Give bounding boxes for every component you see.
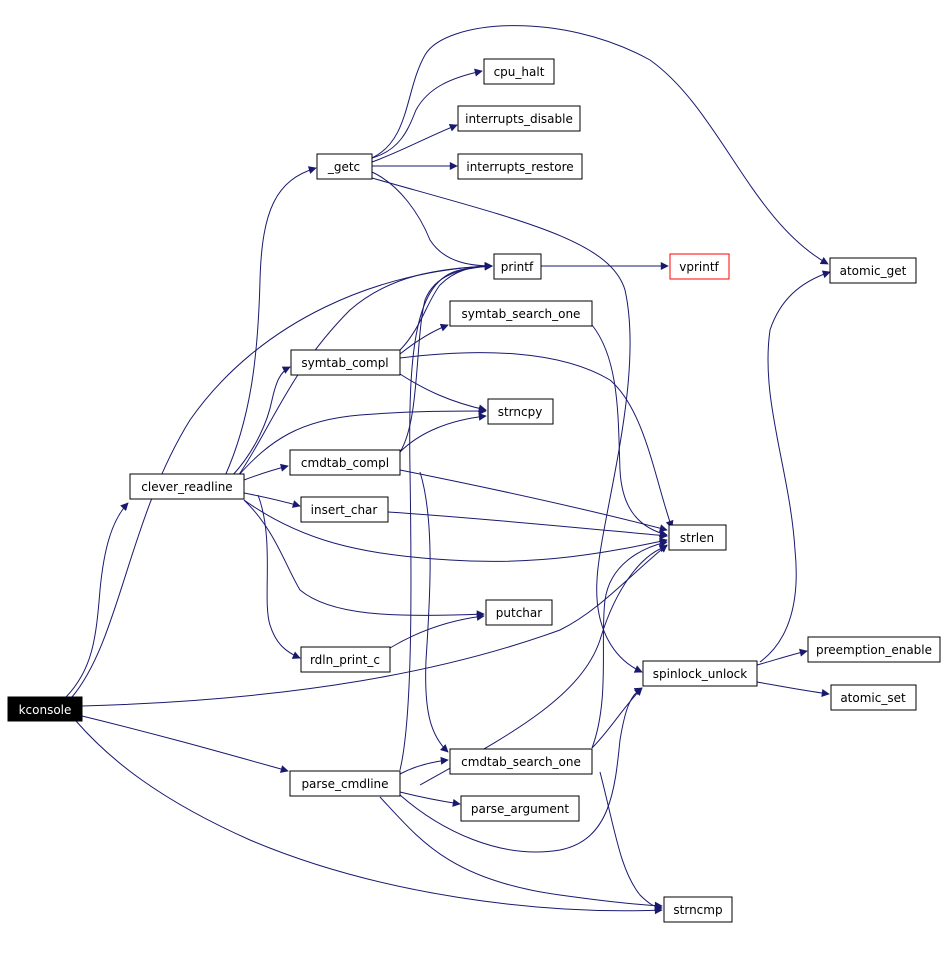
- edge-spinlock_unlock-atomic_get: [759, 270, 831, 663]
- node-vprintf[interactable]: vprintf: [669, 253, 730, 280]
- node-symtab_search_one[interactable]: symtab_search_one: [449, 300, 593, 327]
- edge-parse_cmdline-printf: [399, 262, 493, 771]
- edge-insert_char-strlen: [387, 511, 668, 540]
- svg-text:kconsole: kconsole: [19, 703, 72, 717]
- svg-text:strncpy: strncpy: [498, 405, 543, 419]
- node-kconsole[interactable]: kconsole: [7, 696, 83, 722]
- edge-symtab_compl-strlen: [399, 352, 674, 529]
- edge-spinlock_unlock-preemption_enable: [756, 648, 808, 666]
- node-interrupts_restore[interactable]: interrupts_restore: [457, 153, 583, 180]
- edge-getc-interrupts_disable: [371, 124, 458, 163]
- node-interrupts_disable[interactable]: interrupts_disable: [457, 105, 581, 132]
- edge-kconsole-printf: [71, 262, 493, 698]
- svg-text:atomic_get: atomic_get: [840, 264, 907, 278]
- svg-text:preemption_enable: preemption_enable: [816, 643, 932, 657]
- edge-getc-cpu_halt: [371, 68, 483, 159]
- svg-text:parse_cmdline: parse_cmdline: [301, 777, 388, 791]
- edge-getc-spinlock_unlock: [371, 177, 643, 673]
- edge-clever_readline-cmdtab_compl: [243, 463, 289, 481]
- edge-clever_readline-strncpy: [237, 407, 487, 477]
- node-strncpy[interactable]: strncpy: [487, 398, 554, 425]
- edge-clever_readline-rdln_print_c: [257, 494, 301, 659]
- edge-clever_readline-getc: [224, 166, 317, 477]
- node-strncmp[interactable]: strncmp: [663, 896, 733, 923]
- node-clever_readline[interactable]: clever_readline: [129, 473, 245, 500]
- node-preemption_enable[interactable]: preemption_enable: [807, 636, 941, 663]
- node-cmdtab_compl[interactable]: cmdtab_compl: [289, 449, 401, 476]
- edge-getc-atomic_get: [371, 25, 829, 265]
- edge-clever_readline-strlen: [243, 499, 668, 562]
- edge-clever_readline-printf: [237, 262, 493, 477]
- edge-symtab_compl-symtab_search_one: [399, 323, 449, 355]
- edge-kconsole-parse_cmdline: [81, 715, 289, 773]
- svg-text:parse_argument: parse_argument: [471, 802, 570, 816]
- edge-parse_cmdline-parse_argument: [399, 791, 461, 807]
- svg-text:insert_char: insert_char: [311, 503, 378, 517]
- edge-parse_cmdline-spinlock_unlock: [399, 687, 643, 853]
- svg-text:rdln_print_c: rdln_print_c: [310, 653, 380, 667]
- svg-text:interrupts_disable: interrupts_disable: [465, 112, 573, 126]
- call-edges: [65, 25, 831, 915]
- node-atomic_set[interactable]: atomic_set: [830, 684, 917, 711]
- edge-cmdtab_search_one-strlen: [591, 539, 668, 749]
- node-parse_cmdline[interactable]: parse_cmdline: [289, 770, 401, 797]
- node-printf[interactable]: printf: [493, 253, 542, 280]
- edge-rdln_print_c-putchar: [389, 612, 485, 649]
- svg-text:strlen: strlen: [680, 531, 714, 545]
- node-insert_char[interactable]: insert_char: [300, 496, 389, 523]
- edge-kconsole-strlen: [81, 544, 668, 707]
- svg-text:_getc: _getc: [327, 160, 360, 174]
- edge-kconsole-clever_readline: [65, 502, 129, 698]
- node-spinlock_unlock[interactable]: spinlock_unlock: [642, 660, 758, 687]
- edge-clever_readline-insert_char: [243, 492, 301, 508]
- edge-symtab_search_one-strlen: [591, 324, 668, 538]
- edge-spinlock_unlock-atomic_set: [756, 681, 830, 697]
- node-symtab_compl[interactable]: symtab_compl: [290, 349, 401, 376]
- node-putchar[interactable]: putchar: [485, 599, 553, 626]
- edge-getc-printf: [371, 171, 493, 270]
- edge-cmdtab_compl-cmdtab_search_one: [419, 471, 449, 753]
- edge-cmdtab_search_one-strncmp: [599, 771, 663, 911]
- svg-text:interrupts_restore: interrupts_restore: [466, 160, 573, 174]
- svg-text:cmdtab_compl: cmdtab_compl: [301, 456, 389, 470]
- node-strlen[interactable]: strlen: [668, 524, 727, 551]
- node-atomic_get[interactable]: atomic_get: [829, 257, 917, 284]
- edge-clever_readline-symtab_compl: [231, 366, 291, 477]
- svg-text:cmdtab_search_one: cmdtab_search_one: [461, 755, 581, 769]
- edge-clever_readline-putchar: [243, 499, 485, 619]
- edge-cmdtab_compl-strlen: [399, 469, 668, 533]
- svg-text:strncmp: strncmp: [673, 903, 722, 917]
- edge-kconsole-strncmp: [75, 720, 663, 915]
- edge-cmdtab_compl-strncpy: [399, 412, 487, 453]
- svg-text:printf: printf: [501, 260, 534, 274]
- svg-text:symtab_search_one: symtab_search_one: [462, 307, 581, 321]
- svg-text:symtab_compl: symtab_compl: [301, 356, 388, 370]
- svg-text:spinlock_unlock: spinlock_unlock: [653, 667, 748, 681]
- node-getc[interactable]: _getc: [316, 153, 373, 180]
- svg-text:atomic_set: atomic_set: [840, 691, 906, 705]
- node-parse_argument[interactable]: parse_argument: [460, 795, 580, 822]
- node-cpu_halt[interactable]: cpu_halt: [483, 58, 555, 85]
- edge-symtab_compl-strncpy: [399, 373, 487, 413]
- node-cmdtab_search_one[interactable]: cmdtab_search_one: [449, 748, 593, 775]
- svg-text:clever_readline: clever_readline: [141, 480, 232, 494]
- svg-text:vprintf: vprintf: [679, 260, 719, 274]
- svg-text:putchar: putchar: [496, 606, 542, 620]
- node-rdln_print_c[interactable]: rdln_print_c: [300, 646, 391, 673]
- edge-parse_cmdline-strncmp: [379, 796, 663, 910]
- edge-parse_cmdline-cmdtab_search_one: [399, 756, 449, 775]
- function-nodes: kconsole clever_readline _getc cpu_halt …: [7, 58, 941, 923]
- svg-text:cpu_halt: cpu_halt: [494, 65, 545, 79]
